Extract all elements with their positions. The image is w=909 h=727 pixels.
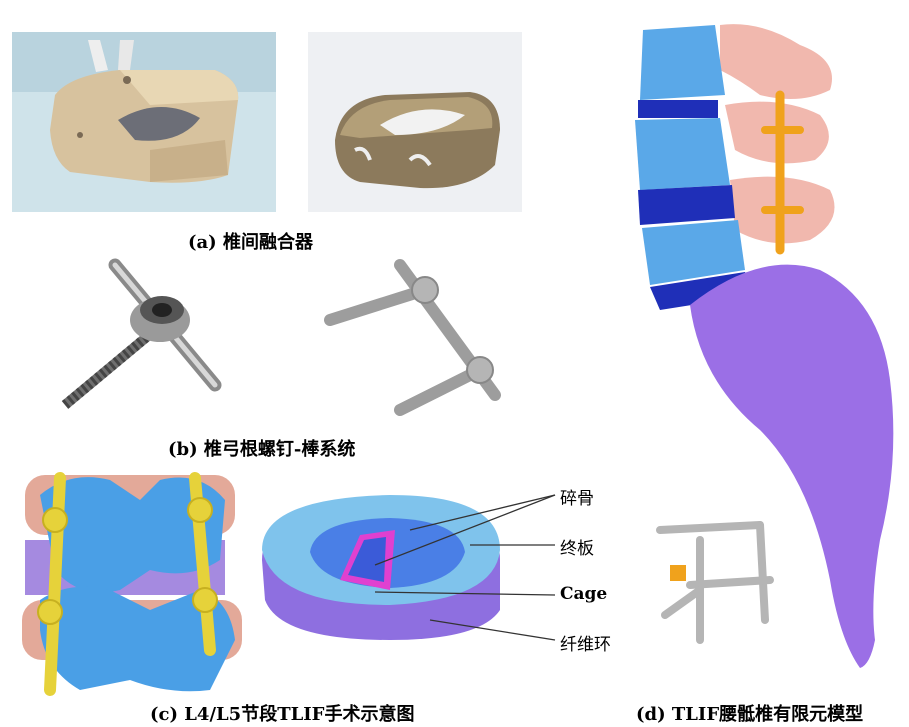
caption-c: (c) L4/L5节段TLIF手术示意图 — [150, 700, 414, 726]
caption-b: (b) 椎弓根螺钉-棒系统 — [168, 435, 355, 461]
label-endplate: 终板 — [560, 534, 594, 559]
tlif-l4l5-model — [22, 475, 242, 691]
small-rod-system — [660, 525, 770, 640]
label-cage: Cage — [560, 584, 607, 604]
pedicle-screw-photo — [65, 265, 215, 405]
caption-a: (a) 椎间融合器 — [188, 228, 313, 254]
cage-cad — [308, 32, 522, 212]
pedicle-screw-cad — [330, 265, 495, 410]
cage-photo — [12, 32, 276, 212]
label-annulus: 纤维环 — [560, 630, 611, 655]
caption-d: (d) TLIF腰骶椎有限元模型 — [636, 700, 863, 726]
label-bone-graft: 碎骨 — [560, 484, 594, 509]
